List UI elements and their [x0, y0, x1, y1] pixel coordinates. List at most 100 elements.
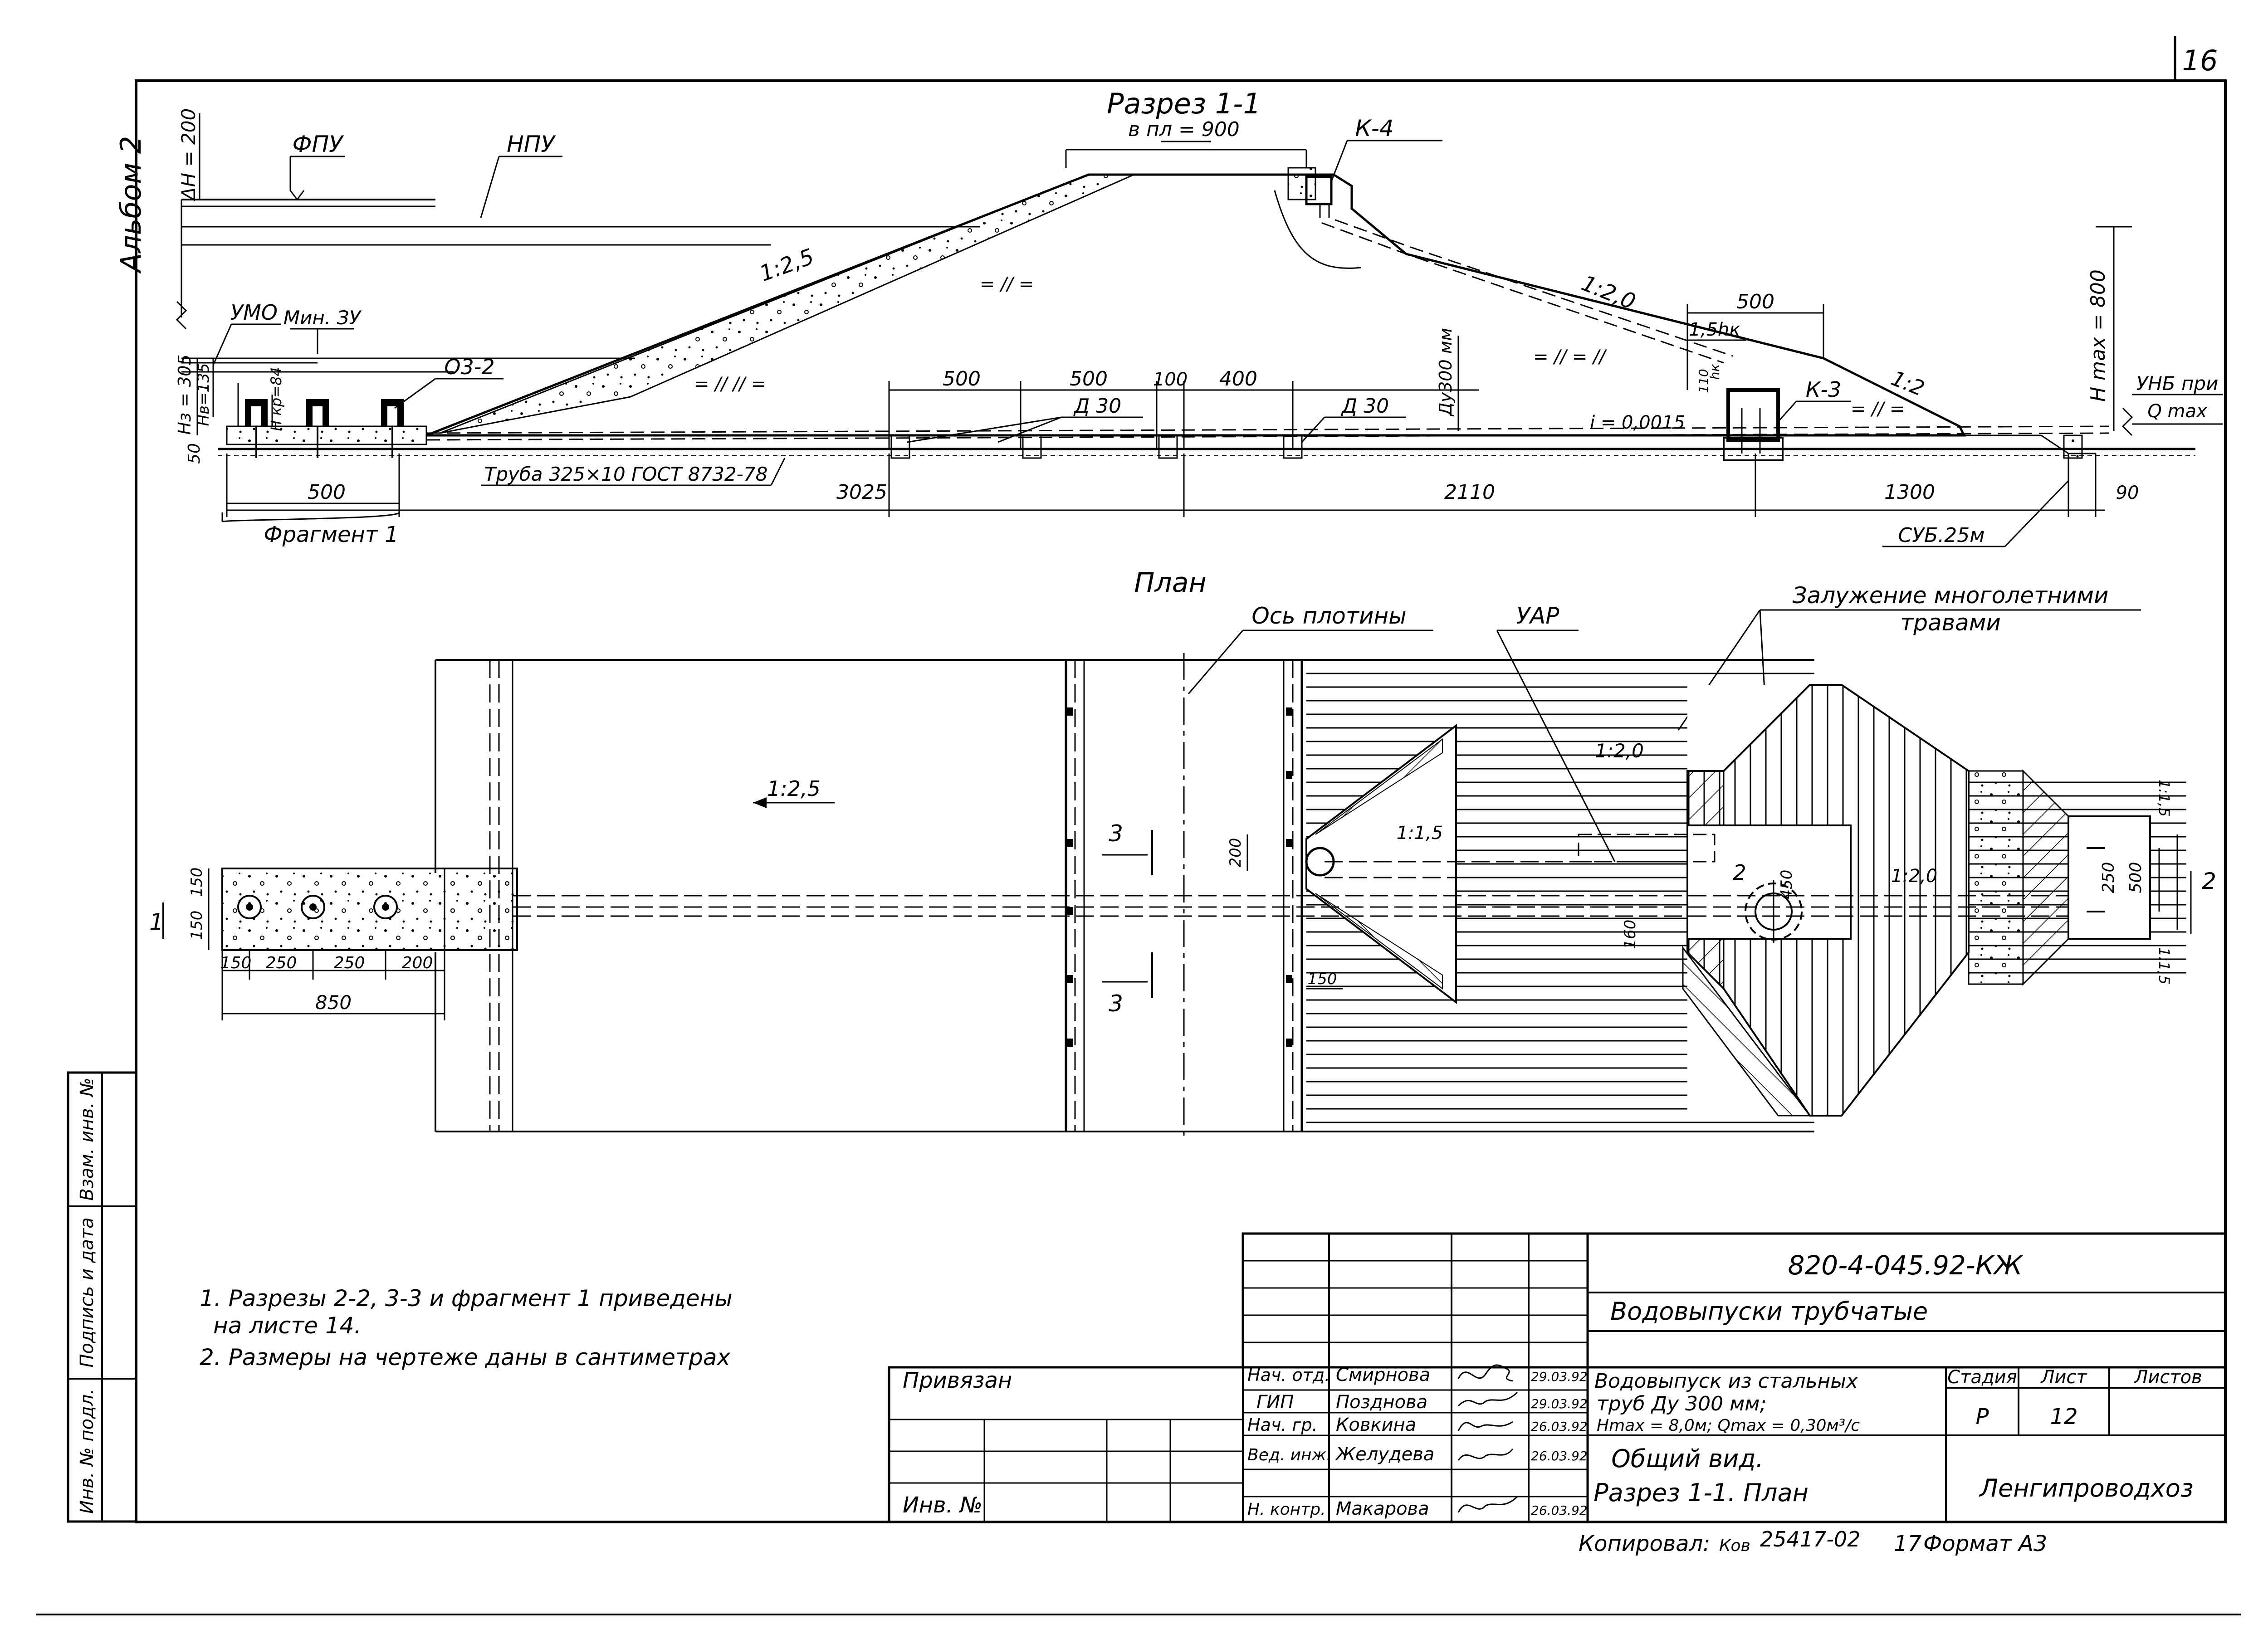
tb-sheet-name-2: Разрез 1-1. План [1593, 1478, 1809, 1507]
dim-100: 100 [1153, 369, 1188, 390]
plan-title: План [1134, 567, 1206, 599]
label-npu: НПУ [507, 131, 556, 157]
pipe-label: Труба 325×10 ГОСТ 8732-78 [484, 463, 768, 485]
plan-cut-1: 1 [149, 909, 164, 935]
tb-list-h: Лист [2040, 1367, 2087, 1388]
plan-dim-150a: 150 [188, 868, 206, 897]
page-number: 16 [2182, 44, 2218, 77]
plan-dim-250c: 250 [2099, 862, 2118, 893]
dim-500-frag: 500 [308, 481, 346, 504]
tb-date-0: 29.03.92 [1531, 1369, 1588, 1384]
plan-grass-1: Залужение многолетними [1793, 582, 2109, 609]
dim-50: 50 [185, 443, 204, 464]
tb-role-0: Нач. отд. [1247, 1365, 1330, 1385]
plan-dim-450: 450 [1778, 870, 1796, 899]
dim-2110: 2110 [1444, 481, 1495, 504]
label-k3: К-3 [1806, 377, 1842, 402]
plan-dim-500: 500 [2126, 862, 2145, 893]
dim-hk: hк [1707, 364, 1722, 380]
dim-3025: 3025 [836, 481, 887, 504]
note-line-3: 2. Размеры на чертеже даны в сантиметрах [200, 1344, 730, 1371]
tb-desc-1: Водовыпуск из стальных [1594, 1370, 1858, 1393]
tb-desc-3: Hmax = 8,0м; Qmax = 0,30м³/с [1597, 1416, 1860, 1435]
section-1-1: Разрез 1-1 в пл = 900 ФПУ НПУ ΔH = 200 У… [175, 87, 2223, 547]
dim-hz: Hз = 305 [175, 354, 195, 434]
plan-dim-160: 160 [1621, 920, 1639, 949]
label-min-zu: Мин. ЗУ [284, 307, 362, 329]
fill-marks: = // = [980, 274, 1034, 295]
dim-hv: Hв=135 [195, 363, 213, 426]
album-label: Альбом 2 [114, 136, 147, 274]
section-crest-width: в пл = 900 [1128, 118, 1240, 141]
tb-name-2: Ковкина [1336, 1415, 1416, 1435]
plan-dim-200b: 200 [1227, 838, 1245, 868]
plan-cut-2b: 2 [1733, 860, 1746, 885]
dim-hcr: H кр=84 [268, 367, 285, 431]
tb-role-1: ГИП [1256, 1392, 1294, 1413]
tb-desc-2: труб Ду 300 мм; [1597, 1392, 1766, 1415]
fill-marks: = // = // [1533, 346, 1608, 367]
dam-upstream-facing [440, 174, 1134, 434]
tb-title: Водовыпуски трубчатые [1610, 1297, 1928, 1326]
plan-dim-250b: 250 [334, 954, 365, 972]
slope-upstream: 1:2,5 [756, 244, 817, 287]
tb-name-3: Желудева [1334, 1444, 1434, 1465]
tb-date-1: 29.03.92 [1531, 1396, 1588, 1411]
tb-date-2: 26.03.92 [1531, 1419, 1588, 1434]
tb-inv: Инв. № [903, 1493, 982, 1518]
tb-privyazan: Привязан [903, 1368, 1012, 1393]
tb-name-1: Позднова [1336, 1392, 1427, 1413]
tb-org: Ленгипроводхоз [1979, 1474, 2193, 1502]
plan-axis-label: Ось плотины [1251, 603, 1406, 629]
plan-cut-3b: 3 [1109, 990, 1123, 1017]
stamp-podpis: Подпись и дата [77, 1217, 98, 1367]
note-line-1: 1. Разрезы 2-2, 3-3 и фрагмент 1 приведе… [200, 1285, 733, 1312]
dim-1-5hk: 1,5hк [1689, 319, 1740, 340]
slope-downstream: 1:2,0 [1578, 270, 1639, 315]
plan-dim-200a: 200 [402, 954, 433, 972]
tb-stage-h: Стадия [1947, 1367, 2017, 1388]
pipe-dy: Ду300 мм [1436, 328, 1456, 417]
note-line-2: на листе 14. [213, 1312, 361, 1339]
tb-date-3: 26.03.92 [1531, 1449, 1588, 1463]
tb-sheet-name-1: Общий вид. [1611, 1444, 1763, 1473]
plan-slope-15: 1:1,5 [1397, 823, 1443, 844]
label-o3: О3-2 [444, 355, 494, 379]
plan-view: План Ось плотины УАР Залужение многолетн… [149, 567, 2216, 1138]
dim-d30-a: Д 30 [1073, 395, 1121, 418]
dim-500-b: 500 [1070, 367, 1108, 390]
tb-name-0: Смирнова [1336, 1365, 1430, 1385]
dim-90: 90 [2116, 483, 2139, 503]
plan-uar-label: УАР [1516, 603, 1560, 629]
plan-slope-15b: 1:1,5 [2156, 780, 2173, 817]
plan-dim-150b: 150 [188, 911, 206, 940]
tb-lists-h: Листов [2133, 1367, 2202, 1388]
plan-cut-2: 2 [2202, 868, 2216, 894]
slope-toe: 1:2 [1888, 366, 1928, 401]
well-k3 [1726, 388, 1780, 442]
slope-i: i = 0,0015 [1590, 412, 1685, 433]
tb-format: Формат А3 [1923, 1531, 2047, 1556]
dim-500-a: 500 [943, 367, 981, 390]
plan-slope-20b: 1:2,0 [1891, 866, 1938, 887]
tb-list: 12 [2050, 1404, 2077, 1429]
outlet-heads [245, 399, 404, 458]
stamp-vzam: Взам. инв. № [77, 1078, 98, 1201]
plan-grass-2: травами [1900, 610, 2001, 636]
label-unb-1: УНБ при [2136, 372, 2219, 395]
plan-cut-3a: 3 [1109, 820, 1123, 847]
label-unb-2: Q max [2147, 401, 2207, 422]
dim-400: 400 [1219, 367, 1257, 390]
fill-marks: = // // = [694, 374, 766, 395]
tb-order: 25417-02 [1760, 1527, 1860, 1551]
tb-role-3: Вед. инж. [1247, 1446, 1331, 1464]
dim-d30-b: Д 30 [1341, 395, 1389, 418]
section-title: Разрез 1-1 [1107, 87, 1261, 120]
fill-marks: = // = [1851, 399, 1905, 419]
tb-name-4: Макарова [1336, 1498, 1429, 1519]
drain-slots [890, 434, 1303, 459]
notes: 1. Разрезы 2-2, 3-3 и фрагмент 1 приведе… [200, 1285, 733, 1371]
label-umo: УМО [230, 300, 278, 325]
fragment-label: Фрагмент 1 [264, 522, 398, 547]
tb-role-2: Нач. гр. [1247, 1415, 1318, 1435]
